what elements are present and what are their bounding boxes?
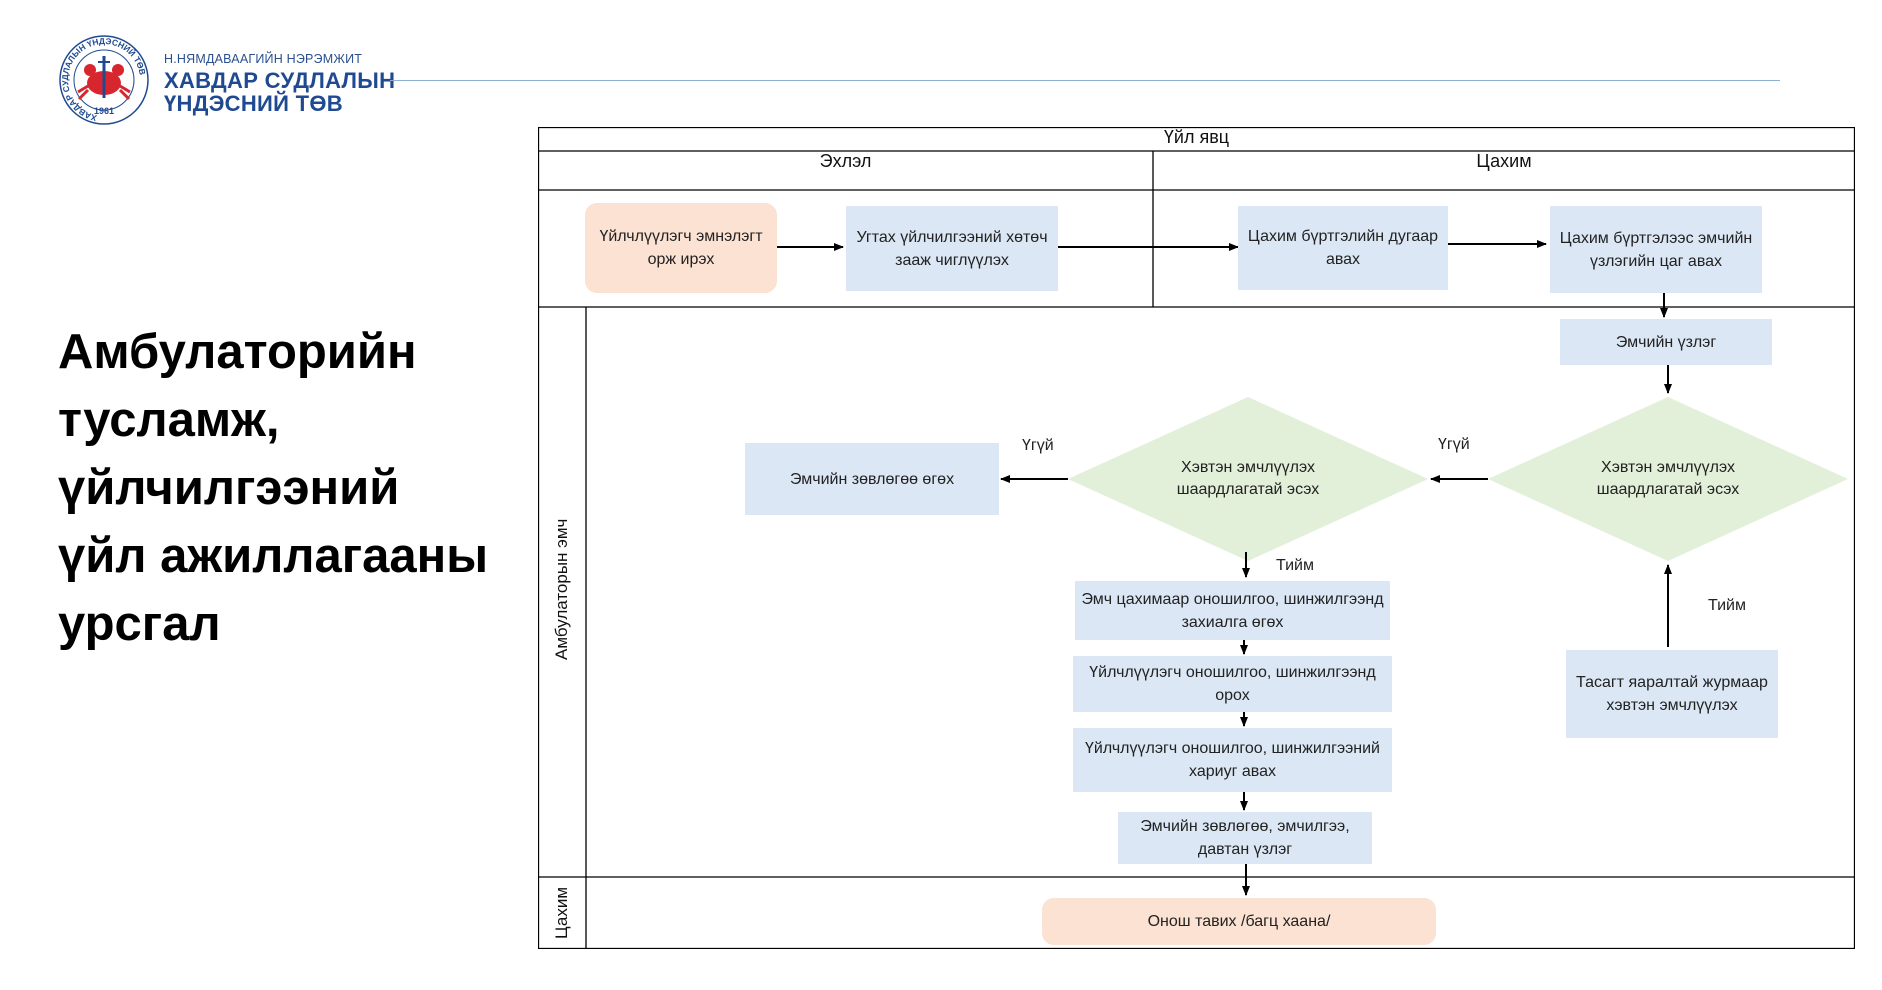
node-doctor-advice: Эмчийн зөвлөгөө өгөх [745, 443, 999, 515]
header-divider [390, 80, 1780, 81]
node-reception-guidance: Угтах үйлчилгээний хөтөч зааж чиглүүлэх [846, 206, 1058, 291]
node-doctor-exam: Эмчийн үзлэг [1560, 319, 1772, 365]
phase-header-digital: Цахим [1476, 151, 1532, 171]
title-line: үйл ажиллагааны [58, 529, 489, 583]
title-line: Амбулаторийн [58, 325, 417, 379]
logo-name-line2: ҮНДЭСНИЙ ТӨВ [164, 91, 343, 116]
lane-label-digital: Цахим [552, 886, 571, 940]
decision-diamond-right [1488, 397, 1848, 561]
node-followup: Эмчийн зөвлөгөө, эмчилгээ, давтан үзлэг [1118, 812, 1372, 864]
node-patient-arrives: Үйлчлүүлэгч эмнэлэгт орж ирэх [585, 203, 777, 293]
title-line: урсгал [58, 597, 221, 651]
logo: ХАВДАР СУДЛАЛЫН ҮНДЭСНИЙ ТӨВ 1961 Н.НЯМД… [52, 28, 395, 138]
diagram-grid-and-connectors [538, 127, 1855, 949]
logo-name-line1: ХАВДАР СУДЛАЛЫН [164, 68, 396, 93]
decision-right-label: Хэвтэн эмчлүүлэх шаардлагатай эсэх [1596, 459, 1740, 498]
edge-label-yes-right: Тийм [1708, 597, 1746, 614]
lane-label-outpatient-doctor: Амбулаторын эмч [552, 518, 571, 660]
edge-label-yes-mid: Тийм [1276, 557, 1314, 574]
node-appointment: Цахим бүртгэлээс эмчийн үзлэгийн цаг ава… [1550, 206, 1762, 293]
logo-seal-icon: ХАВДАР СУДЛАЛЫН ҮНДЭСНИЙ ТӨВ 1961 [59, 35, 149, 125]
decision-mid-label: Хэвтэн эмчлүүлэх шаардлагатай эсэх [1176, 459, 1320, 498]
node-get-results: Үйлчлүүлэгч оношилгоо, шинжилгээний хари… [1073, 728, 1392, 792]
edge-label-no-right: Үгүй [1438, 436, 1470, 453]
node-diagnosis: Онош тавих /багц хаана/ [1042, 898, 1436, 945]
slide-title: Амбулаторийн тусламж, үйлчилгээний үйл а… [58, 318, 518, 658]
logo-top-line: Н.НЯМДАВААГИЙН НЭРЭМЖИТ [164, 52, 363, 66]
node-undergo-tests: Үйлчлүүлэгч оношилгоо, шинжилгээнд орох [1073, 656, 1392, 712]
phase-header-start: Эхлэл [819, 151, 872, 171]
title-line: тусламж, [58, 393, 280, 447]
node-e-registration: Цахим бүртгэлийн дугаар авах [1238, 206, 1448, 290]
process-flow-diagram: Үйл явц Эхлэл Цахим Амбулаторын эмч Цахи… [538, 127, 1855, 949]
edge-label-no-mid: Үгүй [1022, 437, 1054, 454]
title-line: үйлчилгээний [58, 461, 400, 515]
node-order-tests: Эмч цахимаар оношилгоо, шинжилгээнд захи… [1075, 581, 1390, 640]
seal-year: 1961 [94, 106, 114, 116]
node-inpatient-admission: Тасагт яаралтай журмаар хэвтэн эмчлүүлэх [1566, 650, 1778, 738]
table-title: Үйл явц [1163, 127, 1230, 147]
decision-diamond-mid [1068, 397, 1428, 561]
